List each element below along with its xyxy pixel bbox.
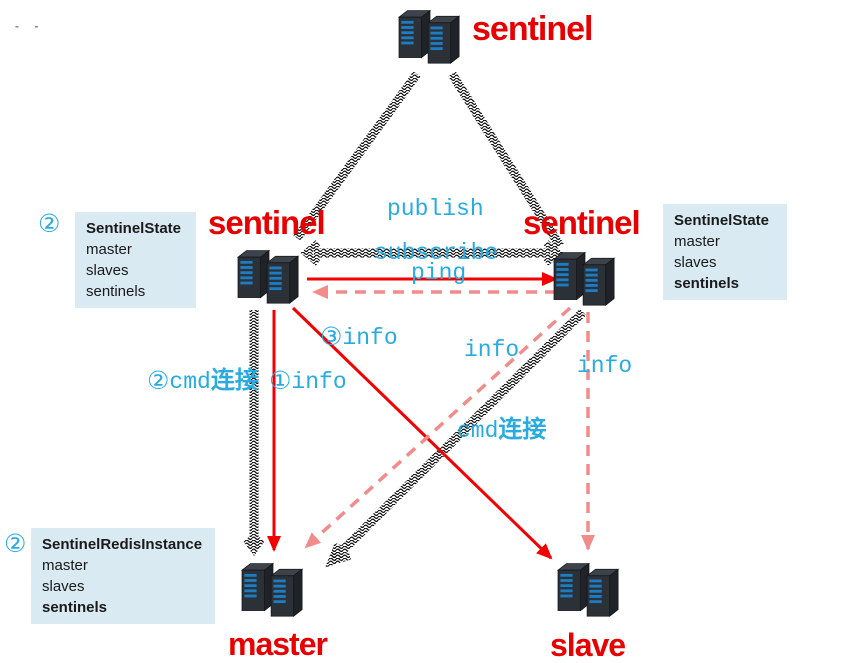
cmd-cn-text: 连接 — [498, 415, 547, 443]
circled-2-icon: ② — [147, 366, 170, 395]
box-item: master — [42, 557, 88, 574]
box-item: master — [674, 233, 720, 250]
box-title: SentinelRedisInstance — [42, 536, 203, 553]
cmd-arrowhead-master — [243, 536, 265, 556]
box-title: SentinelState — [86, 220, 182, 237]
edge-top-to-left-sentinel — [293, 71, 421, 241]
box-item: master — [86, 241, 132, 258]
edge-label-info-to-master: info — [464, 337, 520, 363]
box-item: sentinels — [674, 275, 740, 292]
sentinelstate-box-right: SentinelState master slaves sentinels — [663, 204, 787, 300]
box-item: slaves — [674, 254, 717, 271]
sentinelstate-box-left: SentinelState master slaves sentinels — [75, 212, 196, 308]
label-master: master — [228, 626, 328, 662]
cmd-2-cn-text: 连接 — [210, 366, 259, 394]
circled-2-badge-left: ② — [38, 209, 61, 238]
edge-info-to-master-dashed — [304, 306, 572, 549]
edge-info3-arrow — [291, 306, 553, 560]
edge-top-to-right-sentinel — [448, 71, 564, 249]
cmd-2-text: cmd — [169, 369, 211, 395]
label-sentinel-left: sentinel — [208, 204, 326, 241]
label-sentinel-top: sentinel — [472, 10, 593, 48]
sentinelredisinstance-box: SentinelRedisInstance master slaves sent… — [31, 528, 215, 624]
edge-label-info-3: ③info — [320, 323, 398, 351]
info-1-text: info — [291, 369, 347, 395]
server-icon-sentinel-left — [236, 244, 302, 306]
edge-label-cmd-connection: cmd连接 — [457, 416, 546, 444]
server-icon-master — [240, 557, 306, 619]
circled-2-badge-bottom: ② — [4, 529, 27, 558]
subscribe-arrowhead-left — [300, 240, 321, 266]
box-title: SentinelState — [674, 212, 770, 229]
label-slave: slave — [550, 627, 626, 663]
edge-label-subscribe: subscribe — [374, 240, 499, 266]
box-item: slaves — [42, 578, 85, 595]
edge-cmd-right-sentinel-to-master — [329, 308, 587, 564]
circled-3-icon: ③ — [320, 322, 343, 351]
box-item: slaves — [86, 262, 129, 279]
stray-mark: - - — [15, 19, 45, 33]
edge-label-cmd-connection-2: ②cmd连接 — [147, 367, 259, 395]
edge-label-publish: publish — [387, 196, 484, 222]
cmd-text: cmd — [457, 418, 499, 444]
server-icon-sentinel-top — [397, 4, 463, 66]
label-sentinel-right: sentinel — [523, 204, 641, 241]
subscribe-arrowhead-right — [543, 240, 564, 266]
server-icon-sentinel-right — [552, 246, 618, 308]
cmd-arrowhead-master-2 — [325, 542, 352, 568]
edge-label-info-to-slave: info — [577, 353, 633, 379]
edge-label-ping: ping — [411, 260, 467, 286]
edge-label-info-1: ①info — [269, 367, 347, 395]
info-3-text: info — [342, 325, 398, 351]
server-icon-slave — [556, 557, 622, 619]
box-item: sentinels — [86, 283, 146, 300]
box-item: sentinels — [42, 599, 108, 616]
circled-1-icon: ① — [269, 366, 292, 395]
